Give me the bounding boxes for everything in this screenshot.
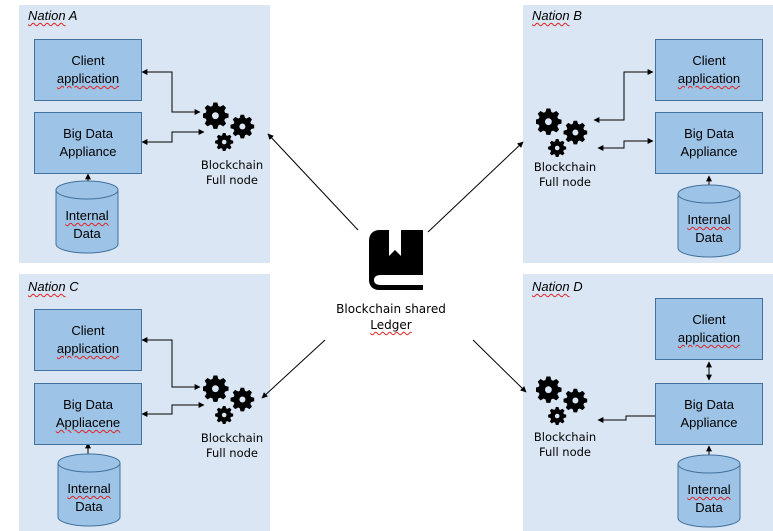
nation-b-gears-icon — [536, 108, 588, 158]
nation-d-node-label: Blockchain Full node — [533, 430, 597, 459]
nation-a-gears-icon — [203, 102, 255, 152]
nation-d-big-data-appliance: Big Data Appliance — [655, 383, 763, 445]
nation-c-big-data-appliance: Big Data Appliacene — [34, 383, 142, 445]
nation-b-client-application: Client application — [655, 39, 763, 101]
bigdata-node-arrow-c — [141, 402, 205, 417]
nation-c-title: Nation C — [28, 279, 79, 294]
client-node-arrow-c — [141, 337, 201, 390]
nation-b-big-data-appliance: Big Data Appliance — [655, 112, 763, 174]
nation-c-client-application: Client application — [34, 309, 142, 371]
nation-d-client-application: Client application — [655, 298, 763, 360]
bigdata-node-arrow-d — [597, 415, 655, 423]
nation-c-internal-data-label: Internal Data — [67, 481, 111, 514]
nation-a-internal-data-cylinder — [55, 180, 119, 254]
nation-a-title: Nation A — [28, 8, 78, 23]
bigdata-node-arrow-b — [597, 138, 654, 151]
bigdata-node-arrow-a — [141, 129, 205, 145]
nation-c-gears-icon — [203, 375, 255, 425]
nation-d-title: Nation D — [532, 279, 583, 294]
nation-d-internal-data-label: Internal Data — [687, 482, 731, 515]
nation-d-gears-icon — [536, 376, 588, 426]
ledger-node-arrow-b — [427, 141, 524, 233]
ledger-label: Blockchain shared Ledger — [336, 302, 446, 332]
nation-c-internal-data-cylinder — [57, 453, 121, 527]
nation-d-internal-data-cylinder — [677, 454, 741, 528]
nation-b-title: Nation B — [532, 8, 582, 23]
ledger-node-arrow-c — [261, 339, 326, 399]
nation-b-internal-data-cylinder — [677, 184, 741, 258]
nation-a-big-data-appliance: Big Data Appliance — [34, 112, 142, 174]
nation-a-node-label: Blockchain Full node — [200, 158, 264, 187]
nation-b-internal-data-label: Internal Data — [687, 212, 731, 245]
ledger-node-arrow-a — [267, 133, 359, 231]
client-node-arrow-b — [593, 69, 654, 123]
nation-b-node-label: Blockchain Full node — [533, 160, 597, 189]
client-node-arrow-a — [141, 69, 201, 115]
ledger-node-arrow-d — [472, 339, 527, 393]
nation-a-internal-data-label: Internal Data — [65, 208, 109, 241]
nation-a-client-application: Client application — [34, 39, 142, 101]
ledger-book-icon — [369, 230, 423, 290]
nation-c-node-label: Blockchain Full node — [200, 431, 264, 460]
